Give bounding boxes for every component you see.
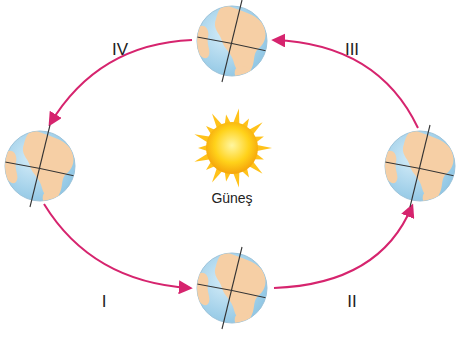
orbit-arrow	[274, 40, 418, 128]
step-numeral: I	[102, 292, 107, 312]
sun-ray	[256, 145, 272, 152]
earth-globe	[384, 125, 455, 207]
orbit-arrow	[44, 204, 190, 288]
orbit-arrow	[274, 206, 412, 288]
earth-globe	[196, 0, 267, 82]
step-numeral: III	[345, 40, 359, 60]
sun-node: Güneş	[208, 189, 255, 207]
step-numeral: IV	[112, 40, 128, 60]
sun-disc	[206, 122, 258, 174]
sun-label: Güneş	[208, 189, 255, 207]
step-numeral: II	[347, 292, 356, 312]
earth-globe	[4, 125, 75, 207]
earth-globe	[196, 247, 267, 329]
orbit-arrow	[50, 40, 192, 124]
sun-symbol	[194, 109, 272, 188]
